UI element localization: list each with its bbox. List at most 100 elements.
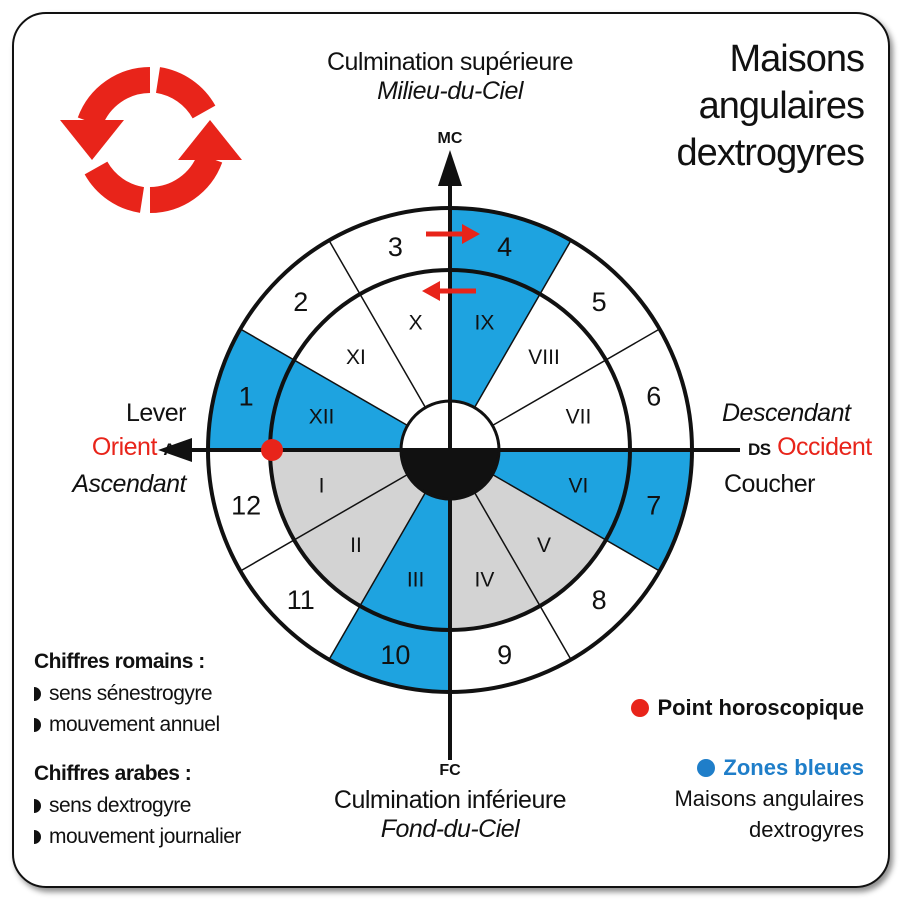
- legend-roman-item: mouvement annuel: [49, 712, 220, 736]
- house-divider: [328, 240, 427, 408]
- mc-arrowhead: [438, 150, 462, 186]
- bottom-caption-line2: Fond-du-Ciel: [380, 815, 520, 843]
- outer-house-sector: [208, 450, 295, 571]
- half-circle-bullet-icon: [34, 798, 41, 813]
- top-caption-line2: Milieu-du-Ciel: [377, 77, 523, 105]
- house-divider: [492, 328, 660, 427]
- outer-house-sector: [329, 605, 450, 692]
- legend-point: Point horoscopique: [631, 695, 864, 721]
- descendant-label: Descendant: [722, 399, 851, 427]
- outer-house-label: 6: [646, 381, 661, 411]
- legend-roman-heading: Chiffres romains :: [34, 650, 205, 673]
- ds-label: DS: [748, 440, 771, 459]
- legend-blue-label: Zones bleues: [723, 755, 864, 780]
- inner-house-sector: [270, 450, 408, 540]
- top-caption: Culmination supérieure Milieu-du-Ciel: [300, 48, 600, 106]
- inner-house-sector: [360, 270, 450, 408]
- inner-house-label: VI: [569, 474, 589, 497]
- outer-house-sector: [240, 540, 360, 660]
- horoscopic-point: [261, 439, 283, 461]
- lever-label: Lever: [125, 399, 187, 427]
- refresh-arrows-icon: [60, 67, 242, 213]
- outer-house-label: 10: [380, 640, 410, 670]
- inner-house-label: IV: [475, 568, 495, 591]
- legend-blue-desc1: Maisons angulaires: [674, 786, 864, 811]
- right-arrow-icon: [426, 224, 480, 244]
- red-dot-icon: [631, 699, 650, 717]
- fc-label: FC: [439, 762, 461, 779]
- inner-house-label: V: [537, 534, 551, 557]
- outer-house-sector: [605, 329, 692, 450]
- inner-house-label: VIII: [528, 346, 560, 369]
- inner-house-sector: [294, 474, 426, 606]
- occident-label: Occident: [777, 433, 872, 461]
- outer-house-sector: [329, 208, 450, 295]
- outer-house-label: 2: [293, 287, 308, 317]
- inner-house-sector: [360, 492, 450, 630]
- outer-house-sector: [605, 450, 692, 571]
- inner-house-label: I: [319, 474, 325, 497]
- inner-house-sector: [492, 450, 630, 540]
- as-arrowhead: [158, 438, 192, 462]
- outer-house-sector: [208, 329, 295, 450]
- outer-house-sector: [450, 605, 571, 692]
- legend-roman-item: sens sénestrogyre: [49, 681, 213, 705]
- half-circle-bullet-icon: [34, 717, 41, 732]
- outer-house-sector: [540, 240, 660, 360]
- house-divider: [473, 240, 572, 408]
- legend-roman: Chiffres romains : sens sénestrogyre mou…: [34, 650, 220, 740]
- top-caption-line1: Culmination supérieure: [326, 48, 574, 76]
- inner-house-sector: [492, 360, 630, 450]
- title-line-2: angulaires: [698, 85, 865, 127]
- inner-house-sector: [450, 492, 540, 630]
- outer-house-label: 9: [497, 640, 512, 670]
- outer-house-label: 7: [646, 491, 661, 521]
- house-divider: [240, 328, 408, 427]
- blue-dot-icon: [697, 759, 716, 777]
- inner-house-sector: [270, 360, 408, 450]
- house-divider: [492, 473, 660, 572]
- inner-house-sector: [294, 294, 426, 426]
- bottom-caption: Culmination inférieure Fond-du-Ciel: [300, 786, 600, 844]
- outer-house-sector: [240, 240, 360, 360]
- legend-blue: Zones bleues Maisons angulaires dextrogy…: [674, 752, 864, 845]
- outer-house-label: 5: [592, 287, 607, 317]
- outer-house-label: 8: [592, 585, 607, 615]
- mc-label: MC: [438, 130, 463, 147]
- house-divider: [328, 492, 427, 660]
- house-divider: [240, 473, 408, 572]
- left-arrow-icon: [422, 281, 476, 301]
- right-caption: Descendant DS Occident Coucher: [712, 396, 872, 501]
- outer-house-label: 11: [287, 585, 315, 615]
- bottom-caption-line1: Culmination inférieure: [333, 786, 567, 814]
- legend-arabic-item: mouvement journalier: [49, 824, 241, 848]
- inner-house-sector: [450, 270, 540, 408]
- title-line-3: dextrogyres: [676, 132, 865, 174]
- legend-arabic: Chiffres arabes : sens dextrogyre mouvem…: [34, 762, 241, 852]
- outer-house-label: 4: [497, 232, 512, 262]
- inner-house-label: II: [350, 534, 362, 557]
- inner-house-label: X: [409, 312, 423, 335]
- diagram-title: Maisons angulaires dextrogyres: [604, 36, 866, 177]
- half-circle-bullet-icon: [34, 829, 41, 844]
- legend-arabic-item: sens dextrogyre: [49, 793, 191, 817]
- outer-house-label: 1: [239, 381, 254, 411]
- ascendant-label: Ascendant: [72, 470, 186, 498]
- inner-house-label: III: [407, 568, 425, 591]
- half-circle-bullet-icon: [34, 686, 41, 701]
- outer-house-label: 12: [231, 491, 261, 521]
- title-line-1: Maisons: [729, 38, 866, 80]
- inner-house-label: XII: [309, 406, 335, 429]
- legend-blue-desc2: dextrogyres: [749, 817, 864, 842]
- inner-house-label: IX: [475, 312, 495, 335]
- outer-house-sector: [450, 208, 571, 295]
- outer-house-label: 3: [388, 232, 403, 262]
- inner-house-label: XI: [346, 346, 366, 369]
- legend-point-label: Point horoscopique: [657, 695, 864, 720]
- house-divider: [473, 492, 572, 660]
- coucher-label: Coucher: [724, 470, 816, 498]
- orient-label: Orient: [91, 433, 158, 461]
- inner-house-sector: [474, 474, 606, 606]
- outer-house-sector: [540, 540, 660, 660]
